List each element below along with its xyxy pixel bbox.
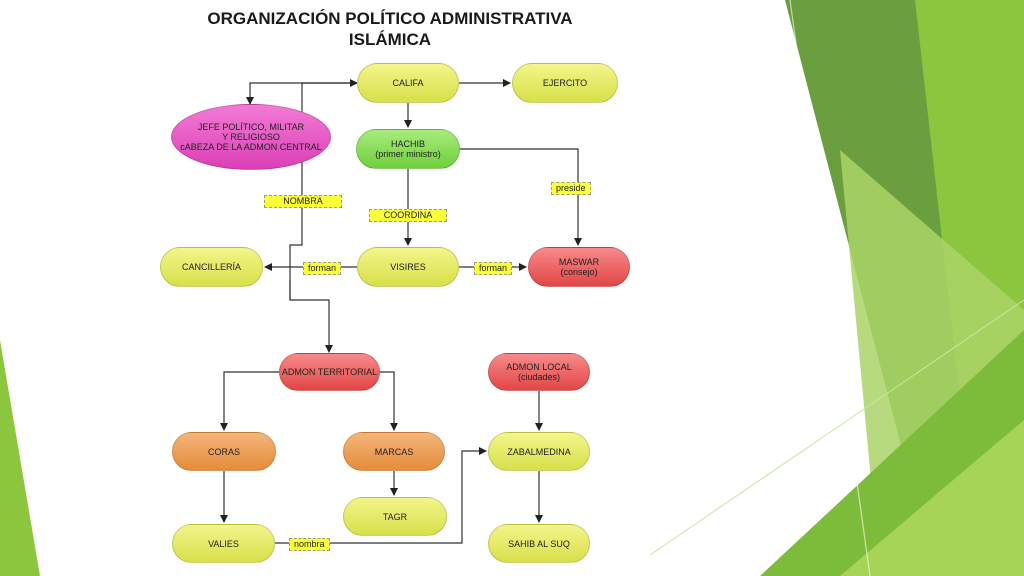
- node-visires: VISIRES: [357, 247, 459, 287]
- label-preside: preside: [551, 182, 591, 195]
- right-bottom-triangle-2: [840, 420, 1024, 576]
- node-tagr-label: TAGR: [382, 511, 408, 522]
- edge-hachib-maswar: [459, 148, 582, 246]
- node-maswar: MASWAR (consejo): [528, 247, 630, 287]
- node-hachib-line2: (primer ministro): [375, 149, 441, 159]
- title-line-2: ISLÁMICA: [348, 30, 432, 49]
- node-sahib-label: SAHIB AL SUQ: [508, 538, 570, 549]
- title-line-1: ORGANIZACIÓN POLÍTICO ADMINISTRATIVA: [207, 9, 573, 28]
- node-cancilleria: CANCILLERÍA: [160, 247, 263, 287]
- node-jefe: JEFE POLÍTICO, MILITAR Y RELIGIOSO cABEZ…: [171, 104, 331, 170]
- thin-line-2: [649, 299, 1024, 556]
- node-jefe-line3: cABEZA DE LA ADMON CENTRAL: [180, 142, 322, 152]
- node-coras: CORAS: [172, 432, 276, 471]
- label-nombra-lower: nombra: [289, 538, 330, 551]
- label-nombra-upper: NOMBRA: [264, 195, 342, 208]
- diagram-title: ORGANIZACIÓN POLÍTICO ADMINISTRATIVA ISL…: [160, 8, 620, 50]
- edge-nombra-califa: [289, 79, 358, 300]
- edge-territorial-coras: [220, 371, 279, 431]
- edge-califa-jefe: [246, 82, 357, 105]
- edge-valies-zabalmedina: [275, 447, 487, 544]
- thin-line: [789, 0, 871, 576]
- node-admon-local-line2: (ciudades): [517, 372, 561, 382]
- edge-to-admon-territorial: [289, 280, 333, 353]
- node-zabalmedina: ZABALMEDINA: [488, 432, 590, 471]
- node-hachib: HACHIB (primer ministro): [356, 129, 460, 169]
- node-marcas-label: MARCAS: [374, 446, 414, 457]
- label-forman-right: forman: [474, 262, 513, 275]
- node-hachib-line1: HACHIB: [390, 139, 425, 149]
- node-valies-label: VALIES: [208, 538, 239, 549]
- node-sahib-al-suq: SAHIB AL SUQ: [488, 524, 590, 563]
- node-coras-label: CORAS: [207, 446, 240, 457]
- node-jefe-line2: Y RELIGIOSO: [222, 132, 280, 142]
- node-admon-territorial-label: ADMON TERRITORIAL: [281, 367, 378, 377]
- node-visires-label: VISIRES: [390, 262, 426, 272]
- node-admon-local: ADMON LOCAL (ciudades): [488, 353, 590, 391]
- node-maswar-line1: MASWAR: [558, 257, 600, 267]
- label-coordina: COORDINA: [369, 209, 447, 222]
- node-valies: VALIES: [172, 524, 275, 563]
- node-admon-local-line1: ADMON LOCAL: [506, 362, 572, 372]
- label-forman-left: forman: [303, 262, 342, 275]
- node-cancilleria-label: CANCILLERÍA: [181, 262, 242, 272]
- node-califa-label: CALIFA: [392, 78, 424, 88]
- edge-territorial-marcas: [380, 371, 398, 431]
- node-marcas: MARCAS: [343, 432, 445, 471]
- node-maswar-line2: (consejo): [560, 267, 598, 277]
- node-califa: CALIFA: [357, 63, 459, 103]
- left-green-sliver: [0, 340, 40, 576]
- node-jefe-line1: JEFE POLÍTICO, MILITAR: [197, 122, 305, 132]
- node-ejercito: EJERCITO: [512, 63, 618, 103]
- node-admon-territorial: ADMON TERRITORIAL: [279, 353, 380, 391]
- node-ejercito-label: EJERCITO: [542, 78, 588, 88]
- node-zabalmedina-label: ZABALMEDINA: [507, 446, 571, 457]
- node-tagr: TAGR: [343, 497, 447, 536]
